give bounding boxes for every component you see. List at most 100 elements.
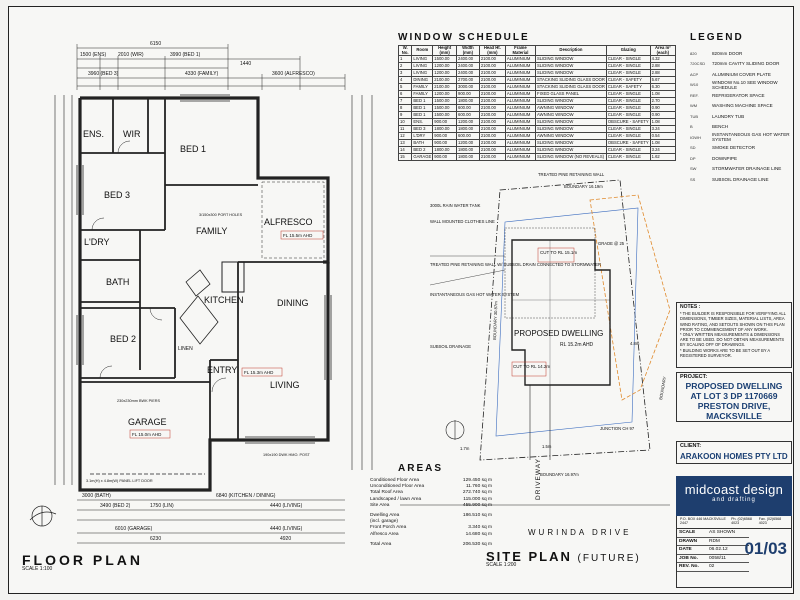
room-ens: ENS.: [83, 129, 104, 139]
dim-4920: 4920: [280, 536, 291, 542]
ws-cell: SLIDING WINDOW: [535, 69, 607, 77]
ws-cell: 1.08: [649, 90, 677, 98]
ws-cell: 2.88: [649, 62, 677, 70]
street-name: WURINDA DRIVE: [528, 528, 631, 537]
ws-cell: 2100.00: [478, 90, 506, 98]
ws-cell: 1200.00: [432, 90, 457, 98]
contact-strip: P.O. BOX 446 MACKSVILLE 2447 Ph. (02)656…: [676, 516, 792, 528]
legend-symbol: SS: [690, 176, 696, 182]
project-line: PRESTON DRIVE,: [697, 401, 771, 411]
ws-cell: 2100.00: [478, 146, 506, 154]
legend-symbol: 820: [690, 50, 697, 56]
ws-cell: CLEAR - SINGLE: [605, 125, 651, 133]
ws-cell: 2100.00: [478, 104, 506, 112]
ws-cell: 2100.00: [478, 118, 506, 126]
area-value: 3.340 sq m: [468, 525, 492, 531]
legend-item: DP DOWNPIPE: [690, 153, 792, 164]
ws-cell: 3.24: [649, 146, 677, 154]
ws-cell: CLEAR - SAFETY: [605, 76, 651, 84]
room-family: FAMILY: [196, 226, 227, 236]
ws-header-cell: Frame Material: [504, 45, 537, 56]
legend-label: STORMWATER DRAINAGE LINE: [712, 166, 782, 172]
ws-cell: 2100.00: [478, 132, 506, 140]
ws-cell: GARAGE: [411, 153, 434, 161]
legend-label: ALUMINIUM COVER PLATE: [712, 71, 771, 77]
ws-cell: 1800.00: [455, 146, 480, 154]
dim-bed1: 3990 (BED 1): [170, 52, 201, 58]
dim-family: 4330 (FAMILY): [185, 71, 219, 77]
ws-cell: 900.00: [432, 118, 457, 126]
brand-name: midcoast design: [684, 482, 784, 497]
ws-cell: CLEAR - SINGLE: [605, 111, 651, 119]
ws-cell: 1800.00: [455, 125, 480, 133]
room-bath: BATH: [106, 277, 129, 287]
room-kitchen: KITCHEN: [204, 295, 244, 305]
ws-cell: 1200.00: [432, 69, 457, 77]
legend-item: REF.REFRIGERATOR SPACE: [690, 90, 792, 101]
contact-ph: Ph. (02)6568 4023: [731, 517, 752, 525]
legend-symbol: DP: [690, 155, 696, 161]
ws-cell: 14: [397, 146, 413, 154]
ws-cell: 6: [397, 90, 413, 98]
ws-cell: 2100.00: [478, 83, 506, 91]
ws-cell: 2100.00: [432, 83, 457, 91]
ws-cell: 2400.00: [455, 69, 480, 77]
legend-label: DOWNPIPE: [712, 155, 738, 161]
area-label: Landscaped / lawn Area: [370, 496, 422, 502]
ws-cell: 4.32: [649, 55, 677, 63]
dim-ens: 1500 (ENS): [80, 52, 106, 58]
ws-cell: 12: [397, 132, 413, 140]
room-garage: GARAGE: [128, 417, 167, 427]
ws-cell: LIVING: [411, 62, 434, 70]
label-cut-2: CUT TO RL 14.2m: [513, 364, 550, 369]
ws-cell: FAMILY: [411, 90, 434, 98]
label-boundary-top: BOUNDARY 16.19m: [564, 184, 603, 189]
area-value: 129.450 sq m: [462, 478, 492, 483]
legend-symbol: REF.: [690, 92, 699, 98]
legend-label: 720mm CAVITY SLIDING DOOR: [712, 61, 780, 67]
legend-symbol: SD: [690, 145, 696, 151]
label-setback-3: 4.8m: [630, 341, 640, 346]
room-alfresco: ALFRESCO: [264, 217, 313, 227]
ws-cell: 0.90: [649, 111, 677, 119]
ws-cell: ALUMINIUM: [504, 104, 537, 112]
ws-cell: SLIDING WINDOW (NO REVEALS): [535, 153, 607, 161]
ws-cell: 900.00: [455, 90, 480, 98]
ws-cell: ALUMINIUM: [504, 83, 537, 91]
ws-cell: 3000.00: [455, 83, 480, 91]
area-value: 14.680 sq m: [465, 531, 492, 537]
rl-alfresco: FL 15.5m AHD: [283, 233, 313, 238]
dim-1440: 1440: [240, 61, 251, 67]
title-block-value: 02: [709, 564, 715, 569]
ws-cell: 8: [397, 104, 413, 112]
ws-cell: SLIDING WINDOW: [535, 62, 607, 70]
ws-cell: SLIDING WINDOW: [535, 125, 607, 133]
site-plan-title-text: SITE PLAN: [486, 549, 572, 564]
ws-cell: 5: [397, 83, 413, 91]
note-post: 190x190 DWK HMO. POST: [263, 453, 311, 457]
ws-cell: SLIDING WINDOW: [535, 55, 607, 63]
title-block-key: DRAWN: [679, 538, 698, 544]
label-junction: JUNCTION CH 97: [600, 426, 635, 431]
ws-cell: 2.88: [649, 69, 677, 77]
note-item: * THE BUILDER IS RESPONSIBLE FOR VERIFYI…: [680, 311, 786, 332]
ws-cell: 900.00: [432, 132, 457, 140]
ws-cell: ALUMINIUM: [504, 90, 537, 98]
ws-cell: 6.30: [649, 83, 677, 91]
project-label: PROJECT:: [680, 374, 708, 380]
dim-living: 4440 (LIVING): [270, 503, 303, 509]
ws-cell: 1.08: [649, 118, 677, 126]
ws-cell: 1200.00: [455, 118, 480, 126]
dim-kitchen-dining: 6840 (KITCHEN / DINING): [216, 493, 276, 499]
dim-alfresco: 3600 (ALFRESCO): [272, 71, 315, 77]
ws-cell: ALUMINIUM: [504, 62, 537, 70]
